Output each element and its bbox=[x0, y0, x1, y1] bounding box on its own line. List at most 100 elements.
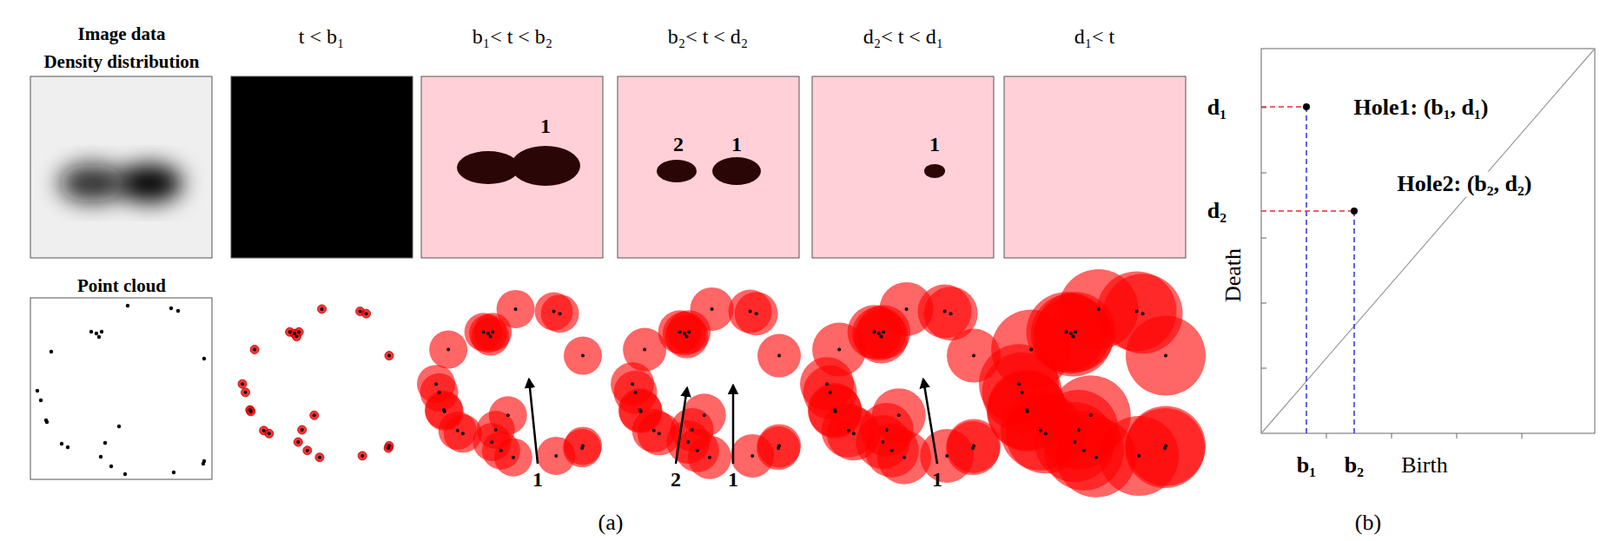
point bbox=[833, 409, 838, 414]
callout-number: 1 bbox=[731, 132, 742, 156]
callout-number: 1 bbox=[929, 132, 940, 156]
threshold-panel bbox=[1004, 76, 1186, 258]
point bbox=[360, 454, 364, 458]
point bbox=[1038, 429, 1043, 433]
point bbox=[634, 390, 638, 395]
point bbox=[695, 449, 700, 453]
disk bbox=[541, 294, 580, 333]
point bbox=[489, 335, 493, 339]
hole-pointer bbox=[732, 385, 735, 464]
point bbox=[169, 306, 173, 311]
threshold-panel bbox=[231, 76, 413, 258]
point bbox=[1163, 354, 1168, 358]
point-label: Hole2: (b₂, d₂) bbox=[1395, 171, 1534, 198]
point bbox=[123, 472, 127, 477]
disk bbox=[315, 453, 324, 463]
point bbox=[292, 331, 297, 336]
superlevel-blob bbox=[656, 159, 697, 183]
callout-number: 2 bbox=[673, 132, 684, 156]
point bbox=[837, 348, 841, 352]
point bbox=[685, 335, 689, 339]
disk bbox=[362, 309, 371, 318]
point bbox=[852, 431, 856, 436]
disk bbox=[563, 337, 602, 376]
point bbox=[642, 348, 647, 352]
point bbox=[581, 354, 585, 358]
point bbox=[678, 330, 682, 334]
point bbox=[881, 330, 886, 334]
panel-label: (a) bbox=[598, 510, 624, 536]
point bbox=[252, 348, 257, 352]
point bbox=[828, 390, 833, 395]
point bbox=[49, 350, 53, 354]
point bbox=[97, 335, 101, 339]
point bbox=[877, 331, 881, 336]
point bbox=[437, 390, 442, 395]
point bbox=[879, 335, 884, 339]
point bbox=[707, 456, 712, 460]
point bbox=[262, 429, 266, 433]
point bbox=[117, 424, 121, 429]
axis-value: d₂ bbox=[1205, 198, 1229, 225]
persistence-point bbox=[1350, 207, 1358, 215]
superlevel-blob bbox=[924, 164, 946, 179]
point bbox=[682, 331, 687, 336]
threshold-range: t < b₁ bbox=[298, 25, 345, 48]
persistence-point bbox=[1302, 103, 1310, 111]
diagonal bbox=[1261, 48, 1595, 434]
panel-frame bbox=[812, 76, 994, 258]
point bbox=[1029, 348, 1033, 352]
point bbox=[558, 311, 562, 316]
point bbox=[1017, 382, 1021, 386]
point bbox=[99, 330, 104, 334]
point bbox=[288, 330, 292, 334]
death-guide bbox=[1261, 105, 1307, 108]
disk bbox=[734, 291, 779, 336]
birth-guide bbox=[1353, 211, 1356, 434]
point bbox=[1094, 456, 1098, 460]
point bbox=[506, 413, 510, 417]
density-blobs bbox=[59, 164, 183, 203]
point bbox=[305, 449, 310, 453]
point bbox=[317, 456, 322, 460]
point bbox=[35, 389, 40, 393]
point bbox=[514, 307, 518, 311]
callout-number: 1 bbox=[932, 468, 943, 491]
point bbox=[905, 307, 909, 311]
birth-guide bbox=[1305, 106, 1308, 434]
point bbox=[295, 335, 299, 339]
disk-union bbox=[416, 290, 602, 477]
disk bbox=[317, 304, 327, 314]
point bbox=[482, 330, 486, 334]
point bbox=[580, 446, 584, 450]
point-label: Hole1: (b₁, d₁) bbox=[1352, 95, 1491, 121]
point bbox=[554, 454, 558, 458]
point bbox=[750, 454, 754, 458]
point bbox=[846, 429, 851, 433]
point bbox=[176, 309, 180, 313]
point bbox=[89, 330, 93, 334]
point bbox=[1025, 409, 1030, 414]
point bbox=[1020, 390, 1025, 395]
tick bbox=[1261, 238, 1267, 239]
point bbox=[45, 420, 49, 424]
point bbox=[494, 428, 498, 432]
disk bbox=[756, 426, 800, 470]
point bbox=[364, 311, 369, 316]
tick bbox=[1391, 433, 1393, 439]
disk bbox=[494, 438, 533, 477]
panel-label: (b) bbox=[1355, 510, 1382, 536]
point bbox=[890, 449, 894, 453]
disk bbox=[310, 410, 319, 420]
axis-title: Birth bbox=[1401, 453, 1448, 479]
tick bbox=[1326, 433, 1328, 439]
point bbox=[1073, 330, 1078, 334]
point bbox=[99, 455, 103, 459]
point bbox=[1089, 413, 1093, 417]
point bbox=[300, 428, 305, 432]
point bbox=[945, 454, 949, 458]
point bbox=[686, 440, 690, 444]
point bbox=[949, 311, 953, 316]
point bbox=[386, 446, 391, 450]
diagram-frame bbox=[1261, 48, 1595, 434]
